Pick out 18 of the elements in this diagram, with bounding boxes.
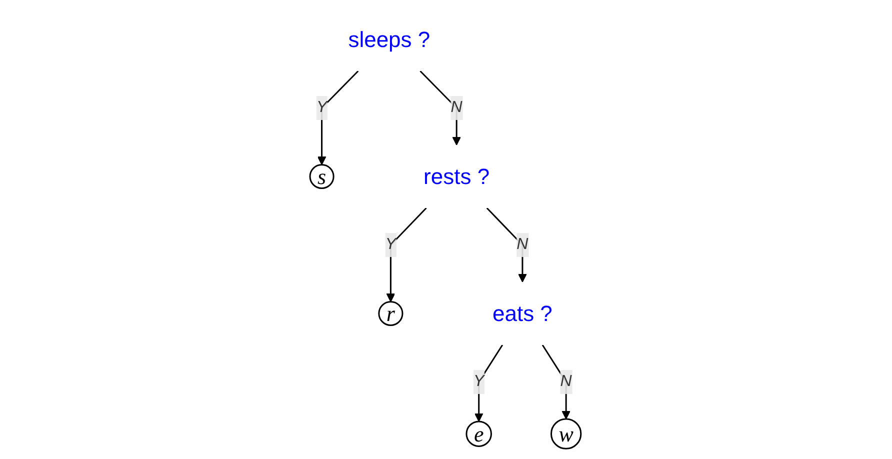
edge-label: N <box>450 99 462 116</box>
node-text: eats ? <box>492 301 552 326</box>
arrow <box>386 208 427 302</box>
arrow <box>486 208 527 283</box>
edge-label: Y <box>385 236 396 254</box>
edge-label: N <box>516 236 528 254</box>
arrow <box>317 70 358 166</box>
arrow <box>419 70 461 146</box>
edge-label: Y <box>473 373 484 390</box>
node-text: rests ? <box>423 164 490 190</box>
edge-label: N <box>560 373 572 390</box>
node-text: sleeps ? <box>348 27 430 52</box>
arrow <box>542 344 570 420</box>
edge-label: Y <box>316 99 327 116</box>
node-circle: w <box>550 418 582 450</box>
node-circle: s <box>309 164 334 190</box>
node-circle: e <box>466 421 492 448</box>
node-circle: r <box>378 301 404 326</box>
